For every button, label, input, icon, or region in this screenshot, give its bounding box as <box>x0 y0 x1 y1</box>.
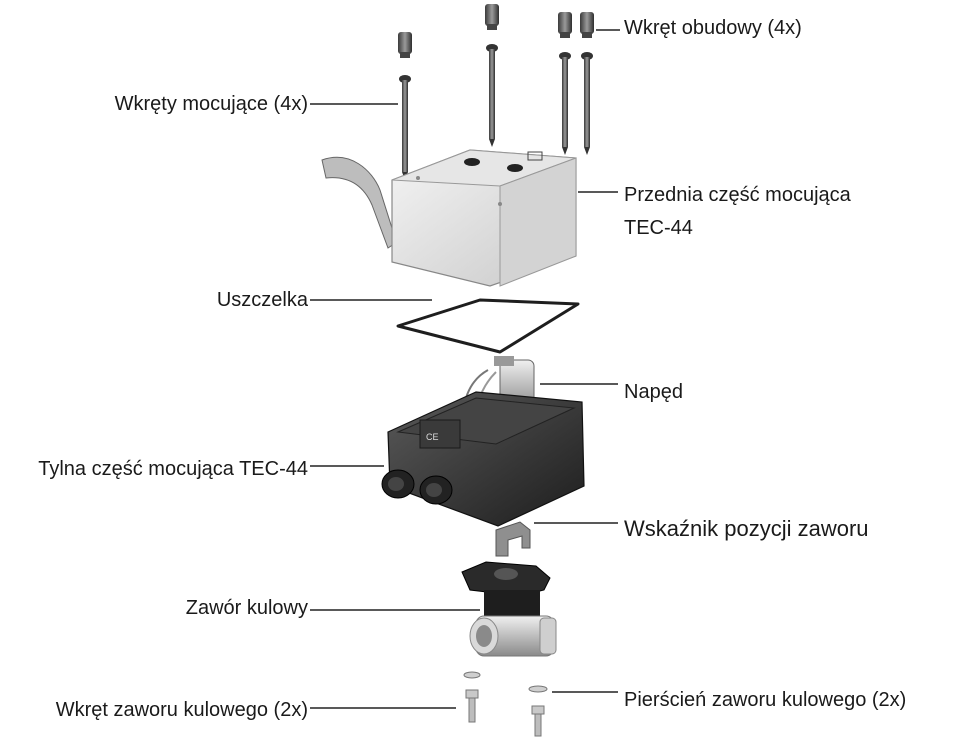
label-ball-valve: Zawór kulowy <box>185 597 308 619</box>
gasket <box>396 298 580 354</box>
cable-gland <box>419 475 453 505</box>
front-housing <box>391 149 577 287</box>
label-front-part-line1: Przednia część mocująca <box>624 184 851 206</box>
leader-lines <box>310 29 620 709</box>
ribbon-cable <box>321 156 401 249</box>
ce-mark: CE <box>426 432 439 442</box>
housing-screw-cap <box>398 32 412 58</box>
label-ball-valve-ring: Pierścień zaworu kulowego (2x) <box>624 689 907 711</box>
housing-screw-cap <box>485 4 499 30</box>
label-gasket: Uszczelka <box>216 289 308 311</box>
mounting-screw <box>399 75 411 180</box>
valve-position-indicator <box>495 521 531 557</box>
ball-valve-ring <box>463 671 548 693</box>
label-mounting-screws: Wkręty mocujące (4x) <box>114 93 308 115</box>
rear-housing: CE <box>387 391 585 527</box>
mounting-screw <box>581 52 593 155</box>
label-front-part-line2: TEC-44 <box>624 217 693 239</box>
label-rear-part: Tylna część mocująca TEC-44 <box>38 458 308 480</box>
label-ball-valve-screw: Wkręt zaworu kulowego (2x) <box>55 699 308 721</box>
ball-valve <box>461 561 557 657</box>
cable-glands <box>381 469 453 505</box>
ball-valve-hardware <box>463 671 548 737</box>
housing-screws <box>398 4 594 58</box>
cable-gland <box>381 469 415 499</box>
label-housing-screw: Wkręt obudowy (4x) <box>624 17 802 39</box>
ball-valve-screw <box>465 689 479 723</box>
mounting-screw <box>559 52 571 155</box>
housing-screw-cap <box>580 12 594 38</box>
label-drive: Napęd <box>624 381 683 403</box>
mounting-screw <box>486 44 498 147</box>
label-valve-indicator: Wskaźnik pozycji zaworu <box>624 516 869 541</box>
ball-valve-screw <box>531 705 545 737</box>
mounting-screws <box>399 44 593 180</box>
housing-screw-cap <box>558 12 572 38</box>
